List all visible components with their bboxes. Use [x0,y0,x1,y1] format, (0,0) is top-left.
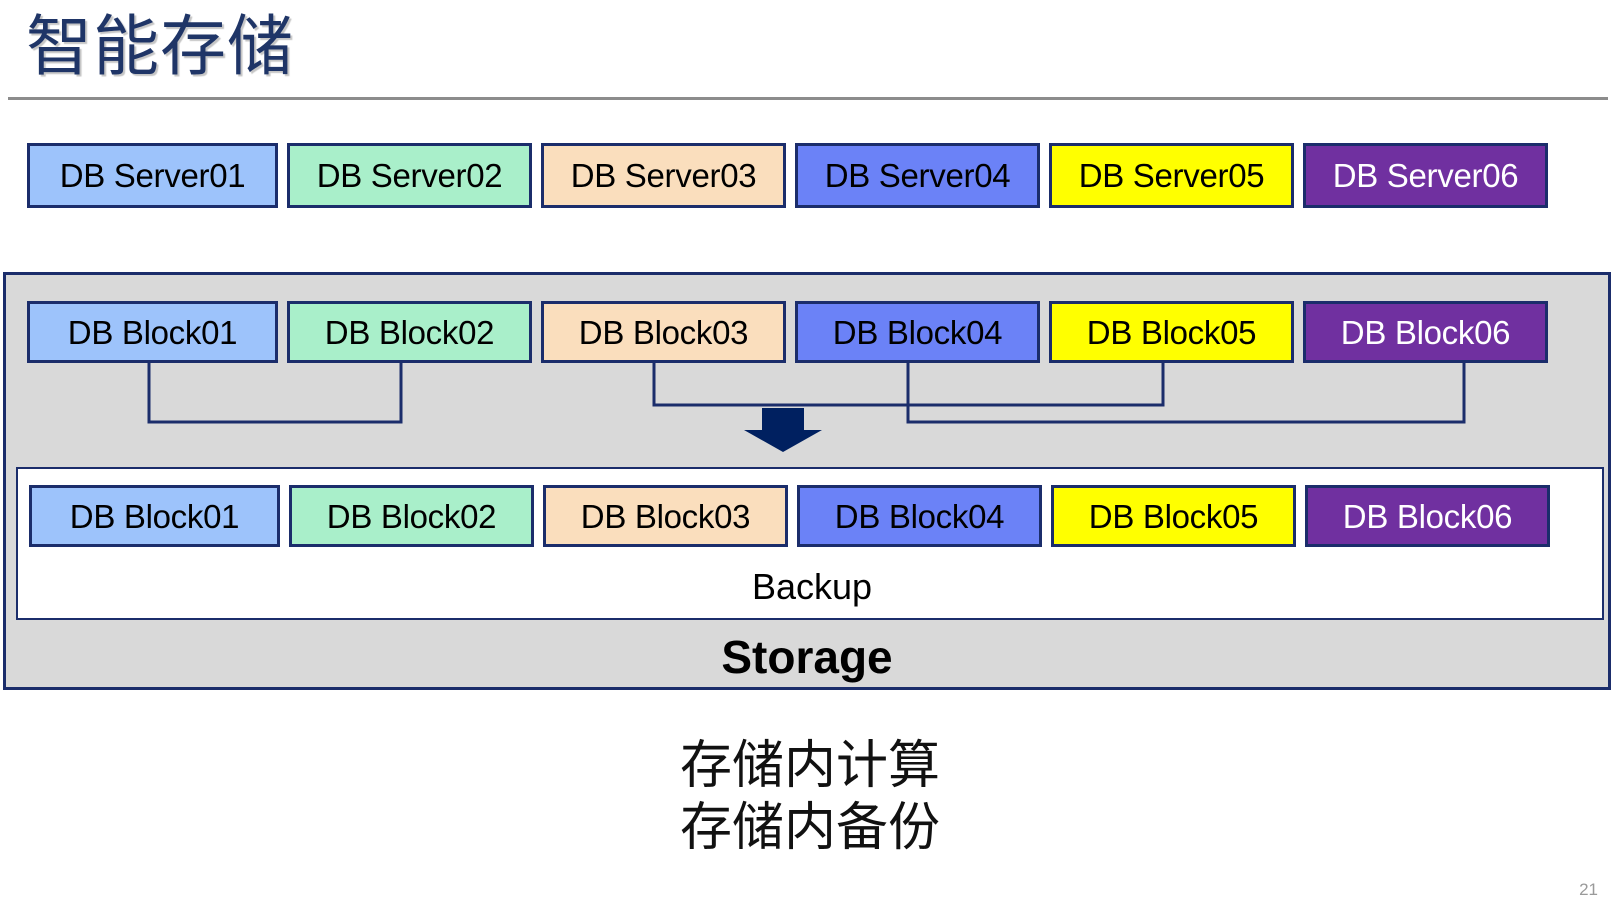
db-block-primary-label: DB Block03 [578,313,749,351]
db-server-box-5[interactable]: DB Server05 [1049,143,1294,208]
db-block-backup-2[interactable]: DB Block02 [289,485,534,547]
db-block-backup-1[interactable]: DB Block01 [29,485,280,547]
db-block-primary-label: DB Block02 [324,313,495,351]
db-server-box-label: DB Server05 [1078,157,1265,194]
db-block-primary-label: DB Block05 [1086,313,1257,351]
slide-caption: 存储内计算 存储内备份 [0,735,1620,859]
title-divider [8,97,1608,100]
db-block-backup-5[interactable]: DB Block05 [1051,485,1296,547]
caption-line-2: 存储内备份 [679,799,940,857]
db-block-primary-5[interactable]: DB Block05 [1049,301,1294,363]
backup-panel: DB Block01 DB Block02 DB Block03 DB Block04… [16,467,1604,620]
db-server-box-label: DB Server02 [316,157,503,194]
db-server-box-label: DB Server04 [824,157,1011,194]
db-server-box-6[interactable]: DB Server06 [1303,143,1548,208]
storage-label: Storage [721,631,893,683]
db-block-backup-6[interactable]: DB Block06 [1305,485,1550,547]
db-block-primary-6[interactable]: DB Block06 [1303,301,1548,363]
db-block-backup-label: DB Block05 [1088,497,1259,535]
db-block-backup-3[interactable]: DB Block03 [543,485,788,547]
db-block-primary-3[interactable]: DB Block03 [541,301,786,363]
db-server-box-3[interactable]: DB Server03 [541,143,786,208]
db-server-box-label: DB Server03 [570,157,757,194]
db-block-backup-label: DB Block06 [1342,497,1513,535]
db-server-box-4[interactable]: DB Server04 [795,143,1040,208]
db-block-primary-1[interactable]: DB Block01 [27,301,278,363]
db-block-primary-label: DB Block06 [1340,313,1511,351]
db-block-primary-2[interactable]: DB Block02 [287,301,532,363]
db-block-backup-label: DB Block03 [580,497,751,535]
caption-line-1: 存储内计算 [679,737,940,795]
page-title: 智能存储 [26,9,294,83]
db-block-backup-label: DB Block04 [834,497,1005,535]
storage-panel: DB Block01 DB Block02 DB Block03 DB Block04… [3,272,1611,690]
db-block-backup-label: DB Block01 [69,497,240,535]
db-server-box-1[interactable]: DB Server01 [27,143,278,208]
db-block-backup-label: DB Block02 [326,497,497,535]
backup-label: Backup [751,566,873,607]
db-block-primary-label: DB Block04 [832,313,1003,351]
page-number: 21 [1579,880,1598,899]
db-block-primary-4[interactable]: DB Block04 [795,301,1040,363]
db-block-primary-label: DB Block01 [67,313,238,351]
db-server-box-label: DB Server01 [59,157,246,194]
db-server-box-2[interactable]: DB Server02 [287,143,532,208]
db-block-backup-4[interactable]: DB Block04 [797,485,1042,547]
db-server-box-label: DB Server06 [1332,157,1519,194]
